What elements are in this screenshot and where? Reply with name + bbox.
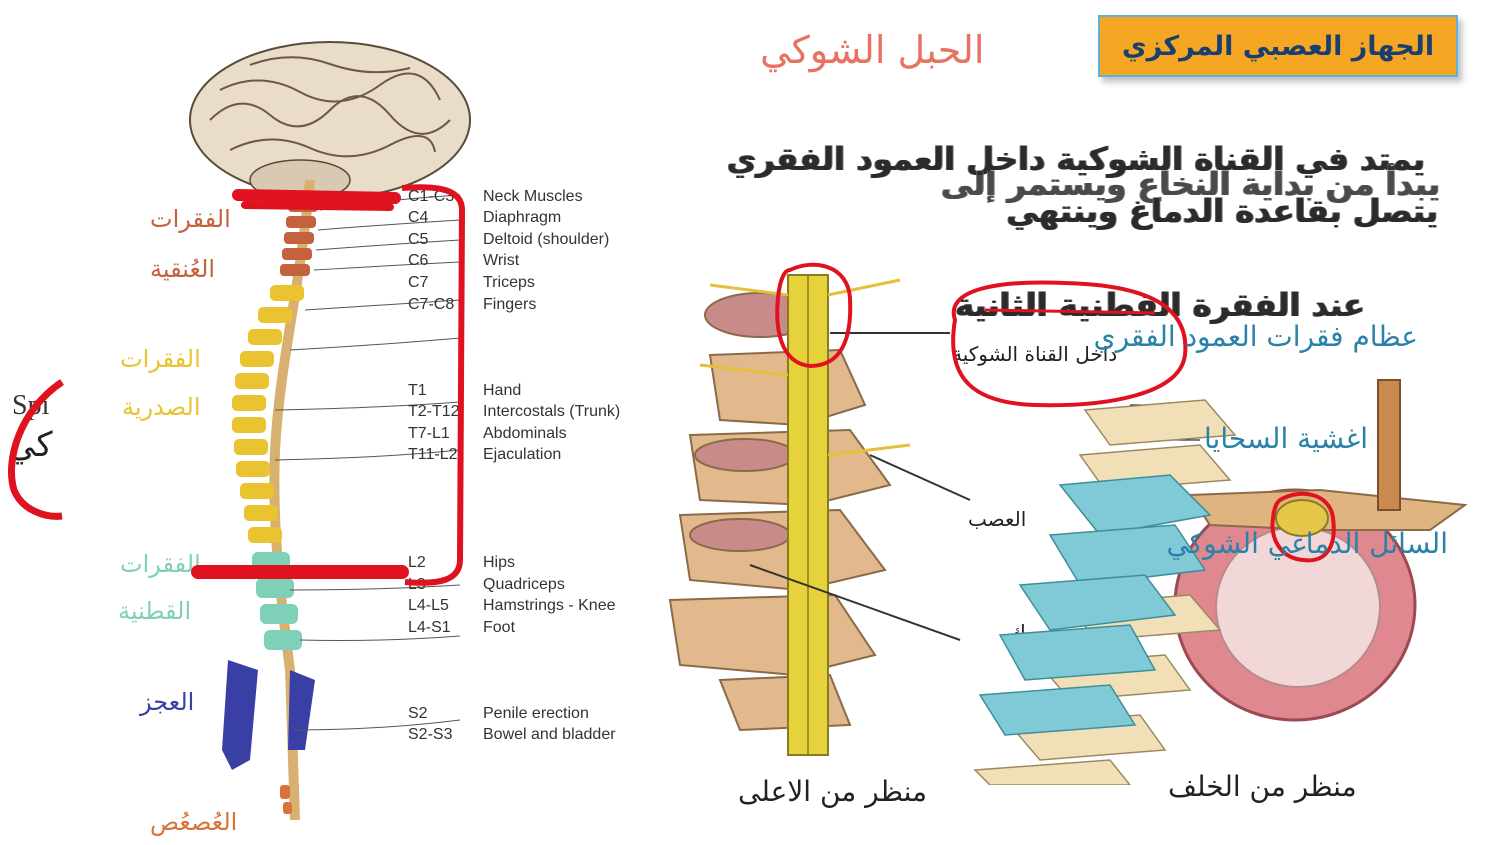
lumbar-label-1: الفقرات — [120, 550, 201, 578]
thoracic-vertebrae — [232, 285, 304, 543]
thoracic-label-2: الصدرية — [122, 393, 201, 421]
text-line-3: يتصل بقاعدة الدماغ وينتهي — [1006, 192, 1438, 230]
sacrum — [222, 660, 315, 770]
thoracic-label-1: الفقرات — [120, 345, 201, 373]
text-line-2: يبدأ من بداية النخاع ويستمر إلى — [941, 165, 1440, 203]
vertebral-column-image — [668, 274, 971, 756]
nerve-callout: العصب — [968, 507, 1027, 531]
brain-image — [189, 41, 471, 201]
cervical-label-2: العُنقية — [150, 255, 216, 283]
top-view-caption: منظر من الاعلى — [738, 775, 928, 808]
csf-label: السائل الدماغي الشوكي — [1166, 527, 1448, 560]
canal-callout: داخل القناة الشوكية — [952, 342, 1118, 366]
red-circle-back — [1270, 491, 1336, 563]
coccyx-label: العُصعُص — [150, 808, 238, 836]
title-box: الجهاز العصبي المركزي — [1098, 15, 1458, 77]
spine-illustration — [189, 41, 471, 821]
cervical-label-1: الفقرات — [150, 205, 231, 233]
meninges-label: اغشية السحايا — [1204, 422, 1368, 455]
sacrum-label: العجز — [140, 688, 195, 716]
red-circle-cord-top — [775, 262, 853, 369]
vertebra-bones-label: عظام فقرات العمود الفقري — [1093, 320, 1418, 353]
red-annotations-spine — [191, 184, 466, 586]
red-circle-canal — [951, 280, 1188, 408]
lumbar-label-2: القطنية — [118, 597, 192, 625]
text-line-1: يمتد في القناة الشوكية داخل العمود الفقر… — [726, 140, 1425, 178]
coccyx — [280, 785, 292, 814]
back-view-caption: منظر من الخلف — [1168, 770, 1357, 803]
left-red-bracket — [8, 379, 64, 520]
subtitle: الحبل الشوكي — [760, 28, 985, 72]
back-view-image — [973, 379, 1468, 785]
